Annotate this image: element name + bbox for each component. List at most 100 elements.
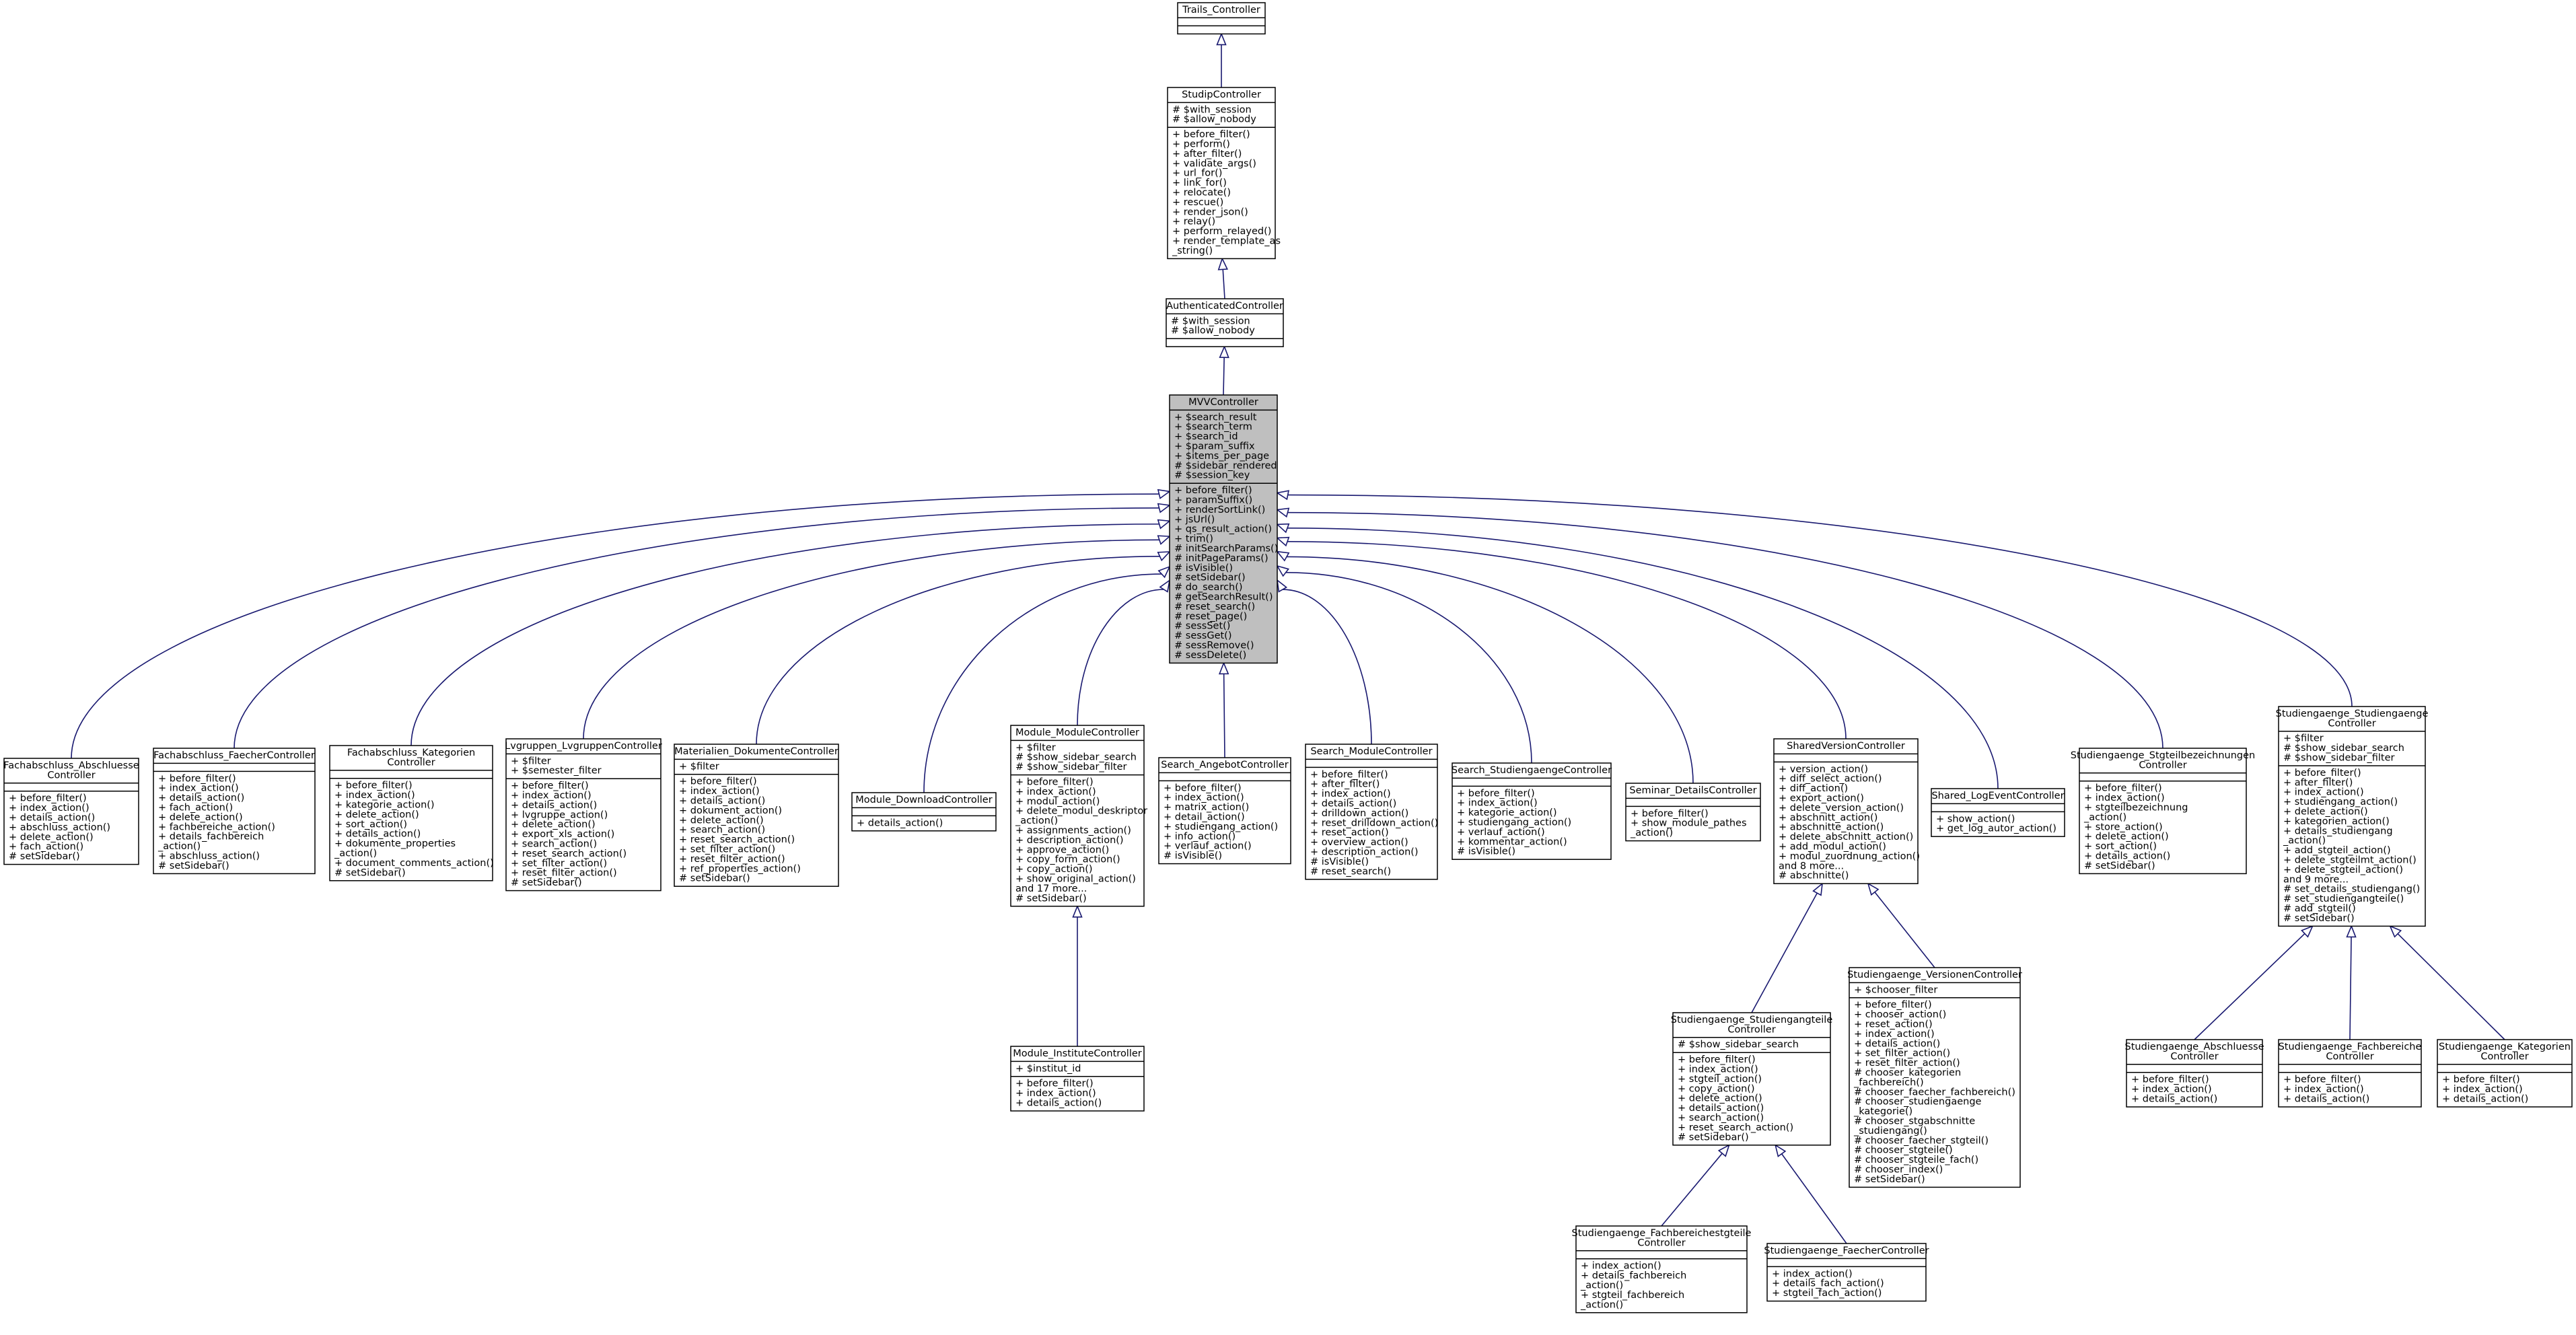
class-method: # chooser_studiengaenge <box>1854 1097 1982 1108</box>
class-method: + after_filter() <box>1310 779 1380 790</box>
edge-line <box>1286 556 1694 784</box>
class-method: + before_filter() <box>1164 783 1242 793</box>
class-name: Studiengaenge_Studiengaenge <box>2276 709 2429 719</box>
edge-line <box>1287 511 2163 749</box>
class-method: + details_action() <box>9 813 95 824</box>
class-method: + version_action() <box>1779 764 1868 774</box>
class-method: + details_action() <box>2283 1094 2369 1105</box>
class-box <box>1452 762 1612 860</box>
class-method: # reset_page() <box>1174 611 1247 622</box>
class-box <box>505 738 661 892</box>
class-method: + detail_action() <box>1164 812 1245 823</box>
class-attribute: + $filter <box>2283 733 2324 744</box>
class-method: and 17 more... <box>1015 883 1087 894</box>
class-method: + index_action() <box>1457 798 1538 809</box>
class-mvv: MVVController+ $search_result+ $search_t… <box>1169 394 1278 664</box>
class-method: # setSidebar() <box>1678 1132 1749 1143</box>
class-box <box>1773 738 1919 884</box>
class-versionen: Studiengaenge_VersionenController+ $choo… <box>1847 967 2022 1188</box>
class-method: + fach_action() <box>9 842 83 853</box>
class-s-ang: Search_AngebotController+ before_filter(… <box>1158 757 1291 865</box>
class-method: + details_fach_action() <box>1772 1278 1884 1289</box>
class-method: # add_stgteil() <box>2283 904 2356 914</box>
class-method: + set_filter_action() <box>679 844 775 855</box>
class-name: Fachabschluss_Abschluesse <box>3 760 139 771</box>
class-method: + before_filter() <box>1854 1000 1932 1011</box>
class-box <box>153 748 316 875</box>
class-method: + delete_action() <box>2283 807 2368 818</box>
class-method: + copy_action() <box>1015 864 1093 875</box>
class-method: + show_original_action() <box>1015 874 1136 885</box>
class-name: Module_InstituteController <box>1013 1048 1142 1059</box>
inheritance-edge <box>1275 507 2163 749</box>
class-method: + details_fachbereich <box>1581 1270 1686 1281</box>
class-method: + url_for() <box>1172 168 1222 179</box>
inheritance-arrowhead <box>1159 579 1171 593</box>
class-attribute: # $allow_nobody <box>1171 326 1255 336</box>
class-method: + index_action() <box>2283 787 2364 798</box>
class-method: + description_action() <box>1310 847 1419 858</box>
class-box <box>1625 783 1761 842</box>
class-name: Studiengaenge_FaecherController <box>1764 1246 1929 1256</box>
class-attribute: # $session_key <box>1174 470 1250 481</box>
class-method: + before_filter() <box>1631 808 1709 819</box>
class-method: + index_action() <box>334 790 415 801</box>
class-method: # set_studiengangteile() <box>2283 894 2404 904</box>
class-method: + after_filter() <box>2283 777 2353 788</box>
class-method: + verlauf_action() <box>1457 827 1545 838</box>
inheritance-arrowhead <box>1775 1144 1787 1157</box>
inheritance-arrowhead <box>1276 550 1290 562</box>
class-method: + stgteilbezeichnung <box>2084 803 2188 814</box>
class-method: _action() <box>1630 828 1673 838</box>
class-s-mod: Search_ModuleController+ before_filter()… <box>1305 744 1438 880</box>
class-method: + dokument_action() <box>679 805 782 816</box>
class-box <box>2278 706 2426 927</box>
class-method: + index_action() <box>1310 789 1391 799</box>
class-method: + before_filter() <box>2283 1075 2361 1085</box>
class-name: Module_ModuleController <box>1015 727 1139 738</box>
class-name: Shared_LogEventController <box>1931 791 2064 801</box>
edge-line <box>1077 589 1164 726</box>
class-mod-mod: Module_ModuleController+ $filter# $show_… <box>1010 725 1147 907</box>
class-method: # chooser_stgabschnitte <box>1854 1116 1975 1127</box>
class-method: # reset_search() <box>1174 602 1255 612</box>
class-method: + diff_select_action() <box>1779 774 1882 785</box>
class-name: Controller <box>2139 760 2186 770</box>
class-method: + index_action() <box>1678 1065 1758 1075</box>
class-name: StudipController <box>1182 89 1261 100</box>
class-method: + details_action() <box>1854 1038 1940 1049</box>
class-mod-dl: Module_DownloadController+ details_actio… <box>851 792 997 832</box>
class-name: MVVController <box>1188 397 1258 408</box>
class-method: + index_action() <box>2283 1084 2364 1095</box>
class-method: + verlauf_action() <box>1164 841 1252 852</box>
class-name: Controller <box>2328 718 2375 729</box>
class-log: Shared_LogEventController+ show_action()… <box>1931 788 2065 837</box>
class-method: + fachbereiche_action() <box>158 822 275 832</box>
class-method: + drilldown_action() <box>1310 808 1408 819</box>
class-method: + validate_args() <box>1172 158 1256 169</box>
class-method: + index_action() <box>2131 1084 2212 1095</box>
inheritance-arrowhead <box>1157 489 1172 499</box>
class-method: + studiengang_action() <box>1164 822 1278 832</box>
class-name: Materialien_DokumenteController <box>674 746 838 757</box>
class-method: + render_json() <box>1172 207 1248 217</box>
class-stgteile: Studiengaenge_StudiengangteileController… <box>1671 1012 1832 1146</box>
class-studip: StudipController# $with_session# $allow_… <box>1167 87 1281 260</box>
edge-line <box>1751 892 1818 1013</box>
class-method: + index_action() <box>1854 1029 1935 1040</box>
inheritance-arrowhead <box>1072 904 1083 918</box>
class-box <box>1931 788 2065 837</box>
class-method: _action() <box>1580 1280 1623 1291</box>
class-attribute: + $search_result <box>1174 412 1257 423</box>
class-method: and 9 more... <box>2283 874 2349 885</box>
inheritance-arrowhead <box>1157 565 1171 579</box>
class-method: + details_action() <box>1310 799 1396 809</box>
class-name: Seminar_DetailsController <box>1629 785 1756 796</box>
edge-line <box>71 493 1159 759</box>
class-method: + chooser_action() <box>1854 1009 1946 1020</box>
class-method: + delete_stgteilmt_action() <box>2283 855 2417 866</box>
inheritance-arrowhead <box>1275 536 1290 547</box>
